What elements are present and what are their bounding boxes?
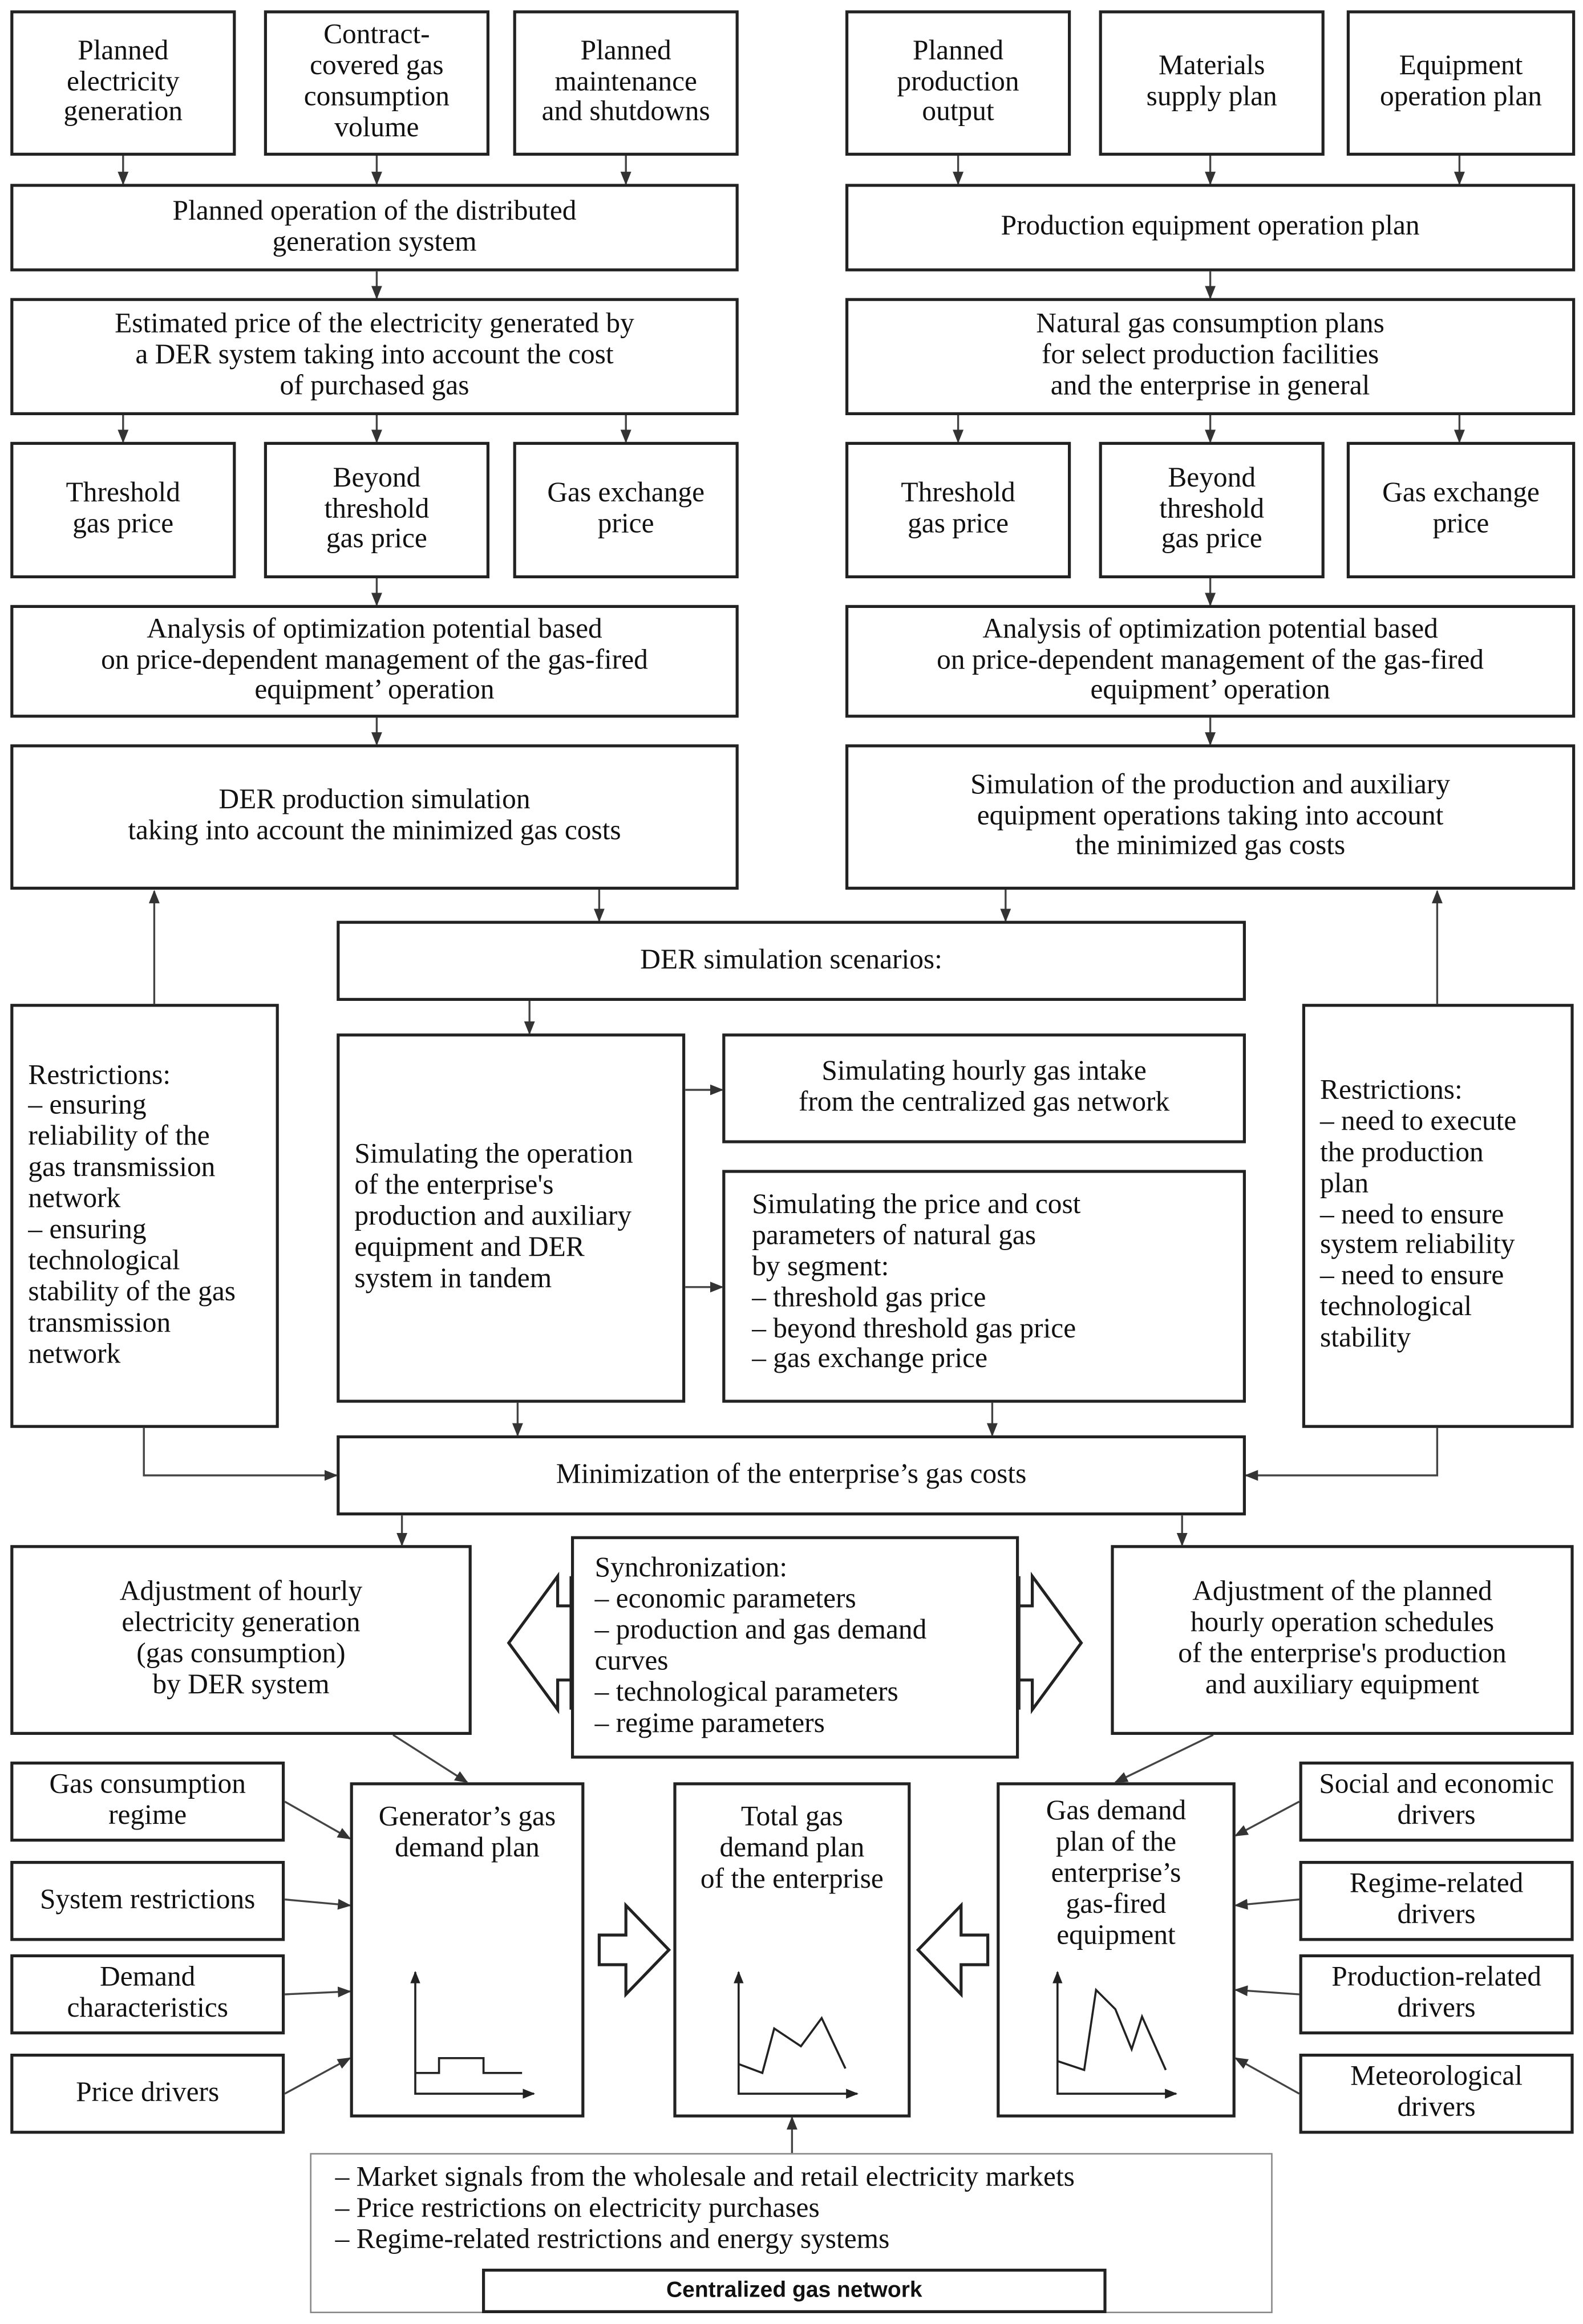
arrow bbox=[143, 1427, 338, 1481]
left-optimization-analysis: Analysis of optimization potential based… bbox=[10, 605, 739, 718]
driver-system-restrictions: System restrictions bbox=[10, 1861, 285, 1941]
input-materials-supply-plan: Materials supply plan bbox=[1099, 10, 1325, 156]
input-contract-covered-gas-volume: Contract- covered gas consumption volume bbox=[264, 10, 489, 156]
market-signals: – Market signals from the wholesale and … bbox=[310, 2153, 1273, 2313]
input-planned-electricity-generation: Planned electricity generation bbox=[10, 10, 236, 156]
left-beyond-threshold-price: Beyond threshold gas price bbox=[264, 441, 489, 578]
driver-social-economic: Social and economic drivers bbox=[1299, 1761, 1574, 1842]
input-planned-production-output: Planned production output bbox=[845, 10, 1071, 156]
tandem-simulation: Simulating the operation of the enterpri… bbox=[337, 1033, 686, 1403]
block-arrow-right bbox=[597, 1901, 671, 1998]
right-threshold-price: Threshold gas price bbox=[845, 441, 1071, 578]
left-price-estimate: Estimated price of the electricity gener… bbox=[10, 298, 739, 415]
driver-price-drivers: Price drivers bbox=[10, 2053, 285, 2134]
left-gas-exchange-price: Gas exchange price bbox=[513, 441, 739, 578]
right-optimization-analysis: Analysis of optimization potential based… bbox=[845, 605, 1576, 718]
arrow bbox=[284, 2057, 351, 2095]
driver-meteorological: Meteorological drivers bbox=[1299, 2053, 1574, 2134]
der-simulation-scenarios: DER simulation scenarios: bbox=[337, 920, 1246, 1001]
driver-gas-consumption-regime: Gas consumption regime bbox=[10, 1761, 285, 1842]
right-consumption-plans: Natural gas consumption plans for select… bbox=[845, 298, 1576, 415]
hourly-gas-intake-simulation: Simulating hourly gas intake from the ce… bbox=[722, 1033, 1246, 1143]
right-restrictions: Restrictions: – need to execute the prod… bbox=[1302, 1004, 1574, 1428]
right-beyond-threshold-price: Beyond threshold gas price bbox=[1099, 441, 1325, 578]
synchronization: Synchronization: – economic parameters –… bbox=[570, 1536, 1019, 1759]
right-gas-exchange-price: Gas exchange price bbox=[1346, 441, 1576, 578]
production-equipment-simulation: Simulation of the production and auxilia… bbox=[845, 744, 1576, 890]
gas-cost-minimization: Minimization of the enterprise’s gas cos… bbox=[337, 1435, 1246, 1516]
left-restrictions: Restrictions: – ensuring reliability of … bbox=[10, 1004, 279, 1428]
generator-chart-axes bbox=[410, 1970, 536, 2099]
arrow bbox=[1234, 1898, 1299, 1910]
adjust-equipment-schedules: Adjustment of the planned hourly operati… bbox=[1111, 1545, 1574, 1735]
left-threshold-price: Threshold gas price bbox=[10, 441, 236, 578]
input-planned-maintenance: Planned maintenance and shutdowns bbox=[513, 10, 739, 156]
arrow bbox=[1244, 1427, 1439, 1481]
arrow bbox=[284, 1800, 351, 1840]
input-equipment-operation-plan: Equipment operation plan bbox=[1346, 10, 1576, 156]
driver-regime-related: Regime-related drivers bbox=[1299, 1861, 1574, 1941]
market-signals-text: – Market signals from the wholesale and … bbox=[335, 2161, 1075, 2256]
generator-demand-curve bbox=[415, 2057, 523, 2074]
driver-demand-characteristics: Demand characteristics bbox=[10, 1954, 285, 2035]
arrow bbox=[392, 1734, 468, 1783]
equipment-gas-demand-plan: Gas demand plan of the enterprise’s gas-… bbox=[997, 1782, 1236, 2118]
total-demand-curve bbox=[738, 2016, 847, 2075]
right-operation-plan: Production equipment operation plan bbox=[845, 184, 1576, 271]
arrow bbox=[1234, 1985, 1299, 1997]
price-cost-simulation: Simulating the price and cost parameters… bbox=[722, 1170, 1246, 1403]
der-production-simulation: DER production simulation taking into ac… bbox=[10, 744, 739, 890]
adjust-der-generation: Adjustment of hourly electricity generat… bbox=[10, 1545, 472, 1735]
equipment-chart-axes bbox=[1052, 1970, 1177, 2099]
block-arrow-left bbox=[916, 1901, 990, 1998]
driver-production-related: Production-related drivers bbox=[1299, 1954, 1574, 2035]
equipment-demand-curve bbox=[1057, 1988, 1167, 2072]
centralized-gas-network: Centralized gas network bbox=[481, 2268, 1107, 2313]
arrow bbox=[285, 1898, 351, 1910]
arrow bbox=[1234, 2057, 1300, 2095]
total-chart-axes bbox=[734, 1970, 859, 2099]
arrow bbox=[285, 1986, 351, 1998]
arrow bbox=[1114, 1734, 1214, 1783]
arrow bbox=[1234, 1800, 1300, 1837]
left-operation-plan: Planned operation of the distributed gen… bbox=[10, 184, 739, 271]
